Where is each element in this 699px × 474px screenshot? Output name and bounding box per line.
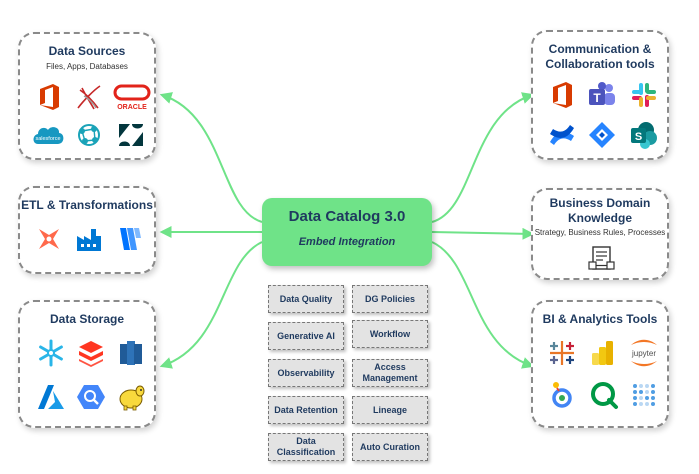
redshift-icon bbox=[116, 338, 146, 368]
salesforce-icon: salesforce bbox=[30, 120, 66, 150]
hub-subtitle: Embed Integration bbox=[298, 236, 396, 248]
office-icon bbox=[34, 82, 64, 112]
oracle-wordmark: ORACLE bbox=[117, 104, 147, 111]
salesforce-wordmark: salesforce bbox=[35, 136, 60, 142]
feature-auto-curation: Auto Curation bbox=[352, 433, 428, 461]
feature-workflow: Workflow bbox=[352, 320, 428, 348]
bigquery-icon bbox=[76, 382, 106, 412]
feature-data-classification: Data Classification bbox=[268, 433, 344, 461]
business-subtitle: Strategy, Business Rules, Processes bbox=[534, 228, 666, 237]
document-process-icon bbox=[587, 244, 617, 274]
feature-access-management: Access Management bbox=[352, 359, 428, 387]
business-panel: Business Domain Knowledge Strategy, Busi… bbox=[531, 188, 669, 280]
network-app-icon bbox=[74, 120, 104, 150]
data-sources-panel: Data Sources Files, Apps, Databases ORAC… bbox=[18, 32, 156, 160]
oracle-icon: ORACLE bbox=[112, 82, 152, 112]
feature-data-retention: Data Retention bbox=[268, 396, 344, 424]
data-catalog-hub: Data Catalog 3.0 Embed Integration bbox=[262, 198, 432, 266]
communication-title-line2: Collaboration tools bbox=[545, 57, 655, 71]
looker-icon bbox=[547, 380, 577, 410]
feature-generative-ai: Generative AI bbox=[268, 322, 344, 350]
data-storage-panel: Data Storage bbox=[18, 300, 156, 428]
etl-panel: ETL & Transformations bbox=[18, 186, 156, 274]
feature-observability: Observability bbox=[268, 359, 344, 387]
connector-communication bbox=[431, 92, 535, 223]
jupyter-icon: jupyter bbox=[625, 338, 663, 368]
confluence-icon bbox=[547, 120, 577, 150]
hub-title: Data Catalog 3.0 bbox=[288, 208, 406, 225]
jira-icon bbox=[587, 120, 617, 150]
qlik-icon bbox=[589, 380, 619, 410]
hadoop-icon bbox=[116, 382, 146, 412]
metabase-icon bbox=[629, 380, 659, 410]
business-title-line2: Knowledge bbox=[567, 211, 632, 225]
snowflake-icon bbox=[36, 338, 66, 368]
office-icon bbox=[547, 80, 577, 110]
sql-server-icon bbox=[74, 82, 104, 112]
sharepoint-icon: S bbox=[629, 120, 659, 150]
azure-icon bbox=[36, 382, 66, 412]
svg-text:S: S bbox=[635, 131, 642, 143]
databricks-icon bbox=[76, 338, 106, 368]
teams-icon: T bbox=[587, 80, 617, 110]
connector-business bbox=[431, 227, 535, 240]
power-bi-icon bbox=[587, 338, 617, 368]
slack-icon bbox=[629, 80, 659, 110]
feature-dg-policies: DG Policies bbox=[352, 285, 428, 313]
data-sources-title: Data Sources bbox=[48, 44, 126, 58]
jupyter-wordmark: jupyter bbox=[631, 349, 656, 358]
zendesk-icon bbox=[116, 120, 146, 150]
svg-text:T: T bbox=[593, 91, 601, 105]
data-sources-subtitle: Files, Apps, Databases bbox=[46, 62, 128, 71]
bi-title: BI & Analytics Tools bbox=[542, 312, 658, 326]
feature-data-quality: Data Quality bbox=[268, 285, 344, 313]
feature-lineage: Lineage bbox=[352, 396, 428, 424]
fivetran-icon bbox=[114, 224, 144, 254]
connector-bi bbox=[431, 241, 535, 369]
connector-data-storage bbox=[159, 241, 263, 369]
communication-panel: Communication & Collaboration tools T S bbox=[531, 30, 669, 160]
dbt-icon bbox=[34, 224, 64, 254]
data-factory-icon bbox=[74, 224, 104, 254]
tableau-icon bbox=[547, 338, 577, 368]
business-title-line1: Business Domain bbox=[549, 196, 651, 210]
connector-data-sources bbox=[159, 92, 263, 223]
bi-panel: BI & Analytics Tools jupyter bbox=[531, 300, 669, 428]
data-storage-title: Data Storage bbox=[49, 312, 125, 326]
etl-title: ETL & Transformations bbox=[21, 198, 153, 212]
communication-title-line1: Communication & bbox=[548, 42, 652, 56]
